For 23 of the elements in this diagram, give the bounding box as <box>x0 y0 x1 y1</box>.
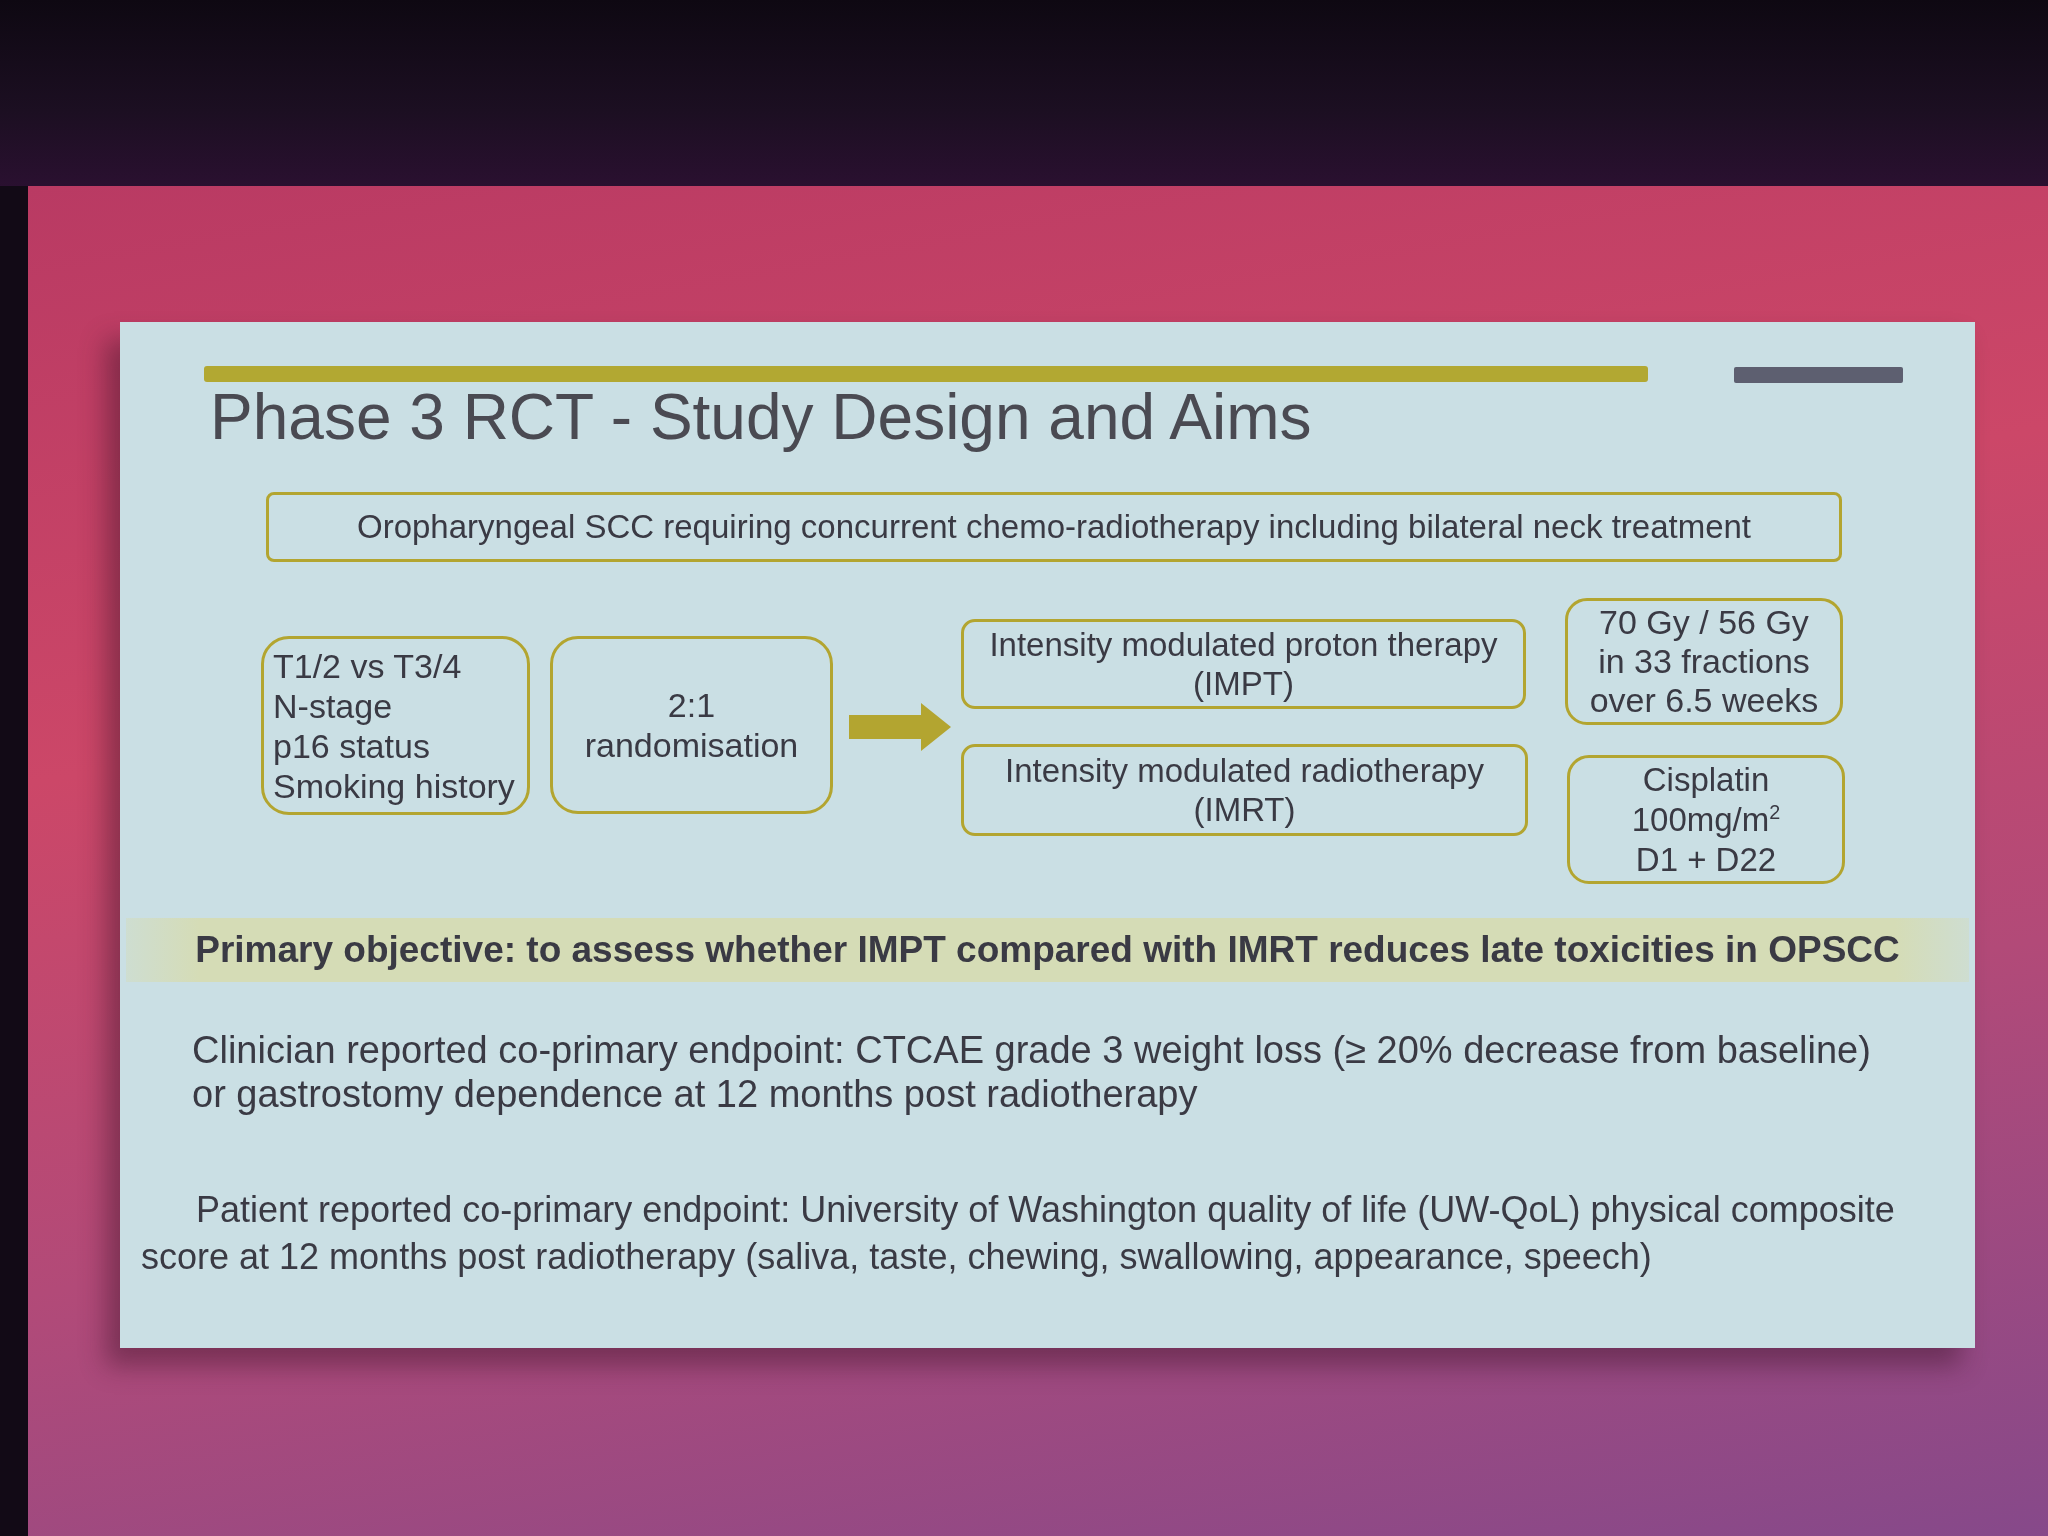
treatment-arm-box <box>961 619 1526 709</box>
arrow <box>849 703 951 751</box>
treatment-arm-box <box>961 744 1528 836</box>
node-text: Primary objective: to assess whether IMPT compared with IMRT reduces late toxicities in OPSCC <box>195 928 1900 972</box>
node-text: p16 status <box>273 725 430 766</box>
node-text: Cisplatin 100mg/m$^{2}$ D1 + D22 <box>1630 759 1782 880</box>
objective-band <box>126 918 1969 982</box>
node-text: N-stage <box>273 685 393 726</box>
node-text: 70 Gy / 56 Gy in 33 fractions over 6.5 weeks <box>1588 603 1820 720</box>
node-text: Intensity modulated radiotherapy (IMRT) <box>1004 751 1485 829</box>
dose-box <box>1565 598 1843 725</box>
endpoint-text: Patient reported co-primary endpoint: University of Washington quality of life (UW-QoL) physical composite score at 12 months post radiotherapy (saliva, taste, chewing, swallowing, appearance, speech) <box>141 1188 1896 1279</box>
node-text: Smoking history <box>273 765 515 806</box>
slide-title: Phase 3 RCT - Study Design and Aims <box>210 380 1312 454</box>
population-box <box>266 492 1842 562</box>
node-text: 2:1 randomisation <box>583 685 800 765</box>
randomisation-box <box>550 636 833 814</box>
endpoint-text: Clinician reported co-primary endpoint: CTCAE grade 3 weight loss (≥ 20% decrease from baseline) or gastrostomy dependence at 12 months post radiotherapy <box>192 1028 1872 1116</box>
chemotherapy-box <box>1567 755 1845 884</box>
node-text: T1/2 vs T3/4 <box>273 645 462 686</box>
stratification-box <box>261 636 530 815</box>
node-text: Intensity modulated proton therapy (IMPT) <box>988 625 1499 703</box>
node-text: Oropharyngeal SCC requiring concurrent chemo-radiotherapy including bilateral neck treatment <box>356 507 1752 547</box>
